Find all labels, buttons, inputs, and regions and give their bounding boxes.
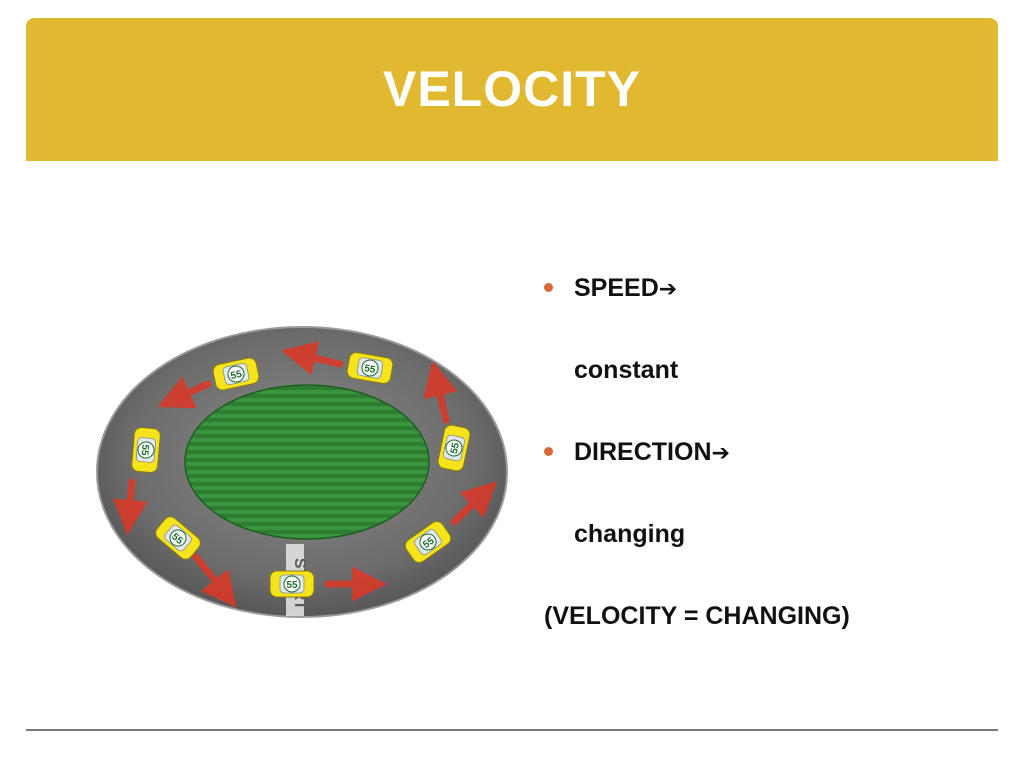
direction-arrow-left [112,478,148,535]
svg-text:55: 55 [230,369,244,382]
direction-arrow-top [281,341,344,376]
bullet-text: changing [574,520,686,548]
svg-text:55: 55 [286,580,298,591]
conclusion-text: (VELOCITY = CHANGING) [544,602,850,630]
car-bottom: 55 [269,570,315,598]
title-bar: VELOCITY [26,18,998,161]
car-right: 55 [436,423,472,473]
car-top-right: 55 [345,350,395,386]
right-arrow-icon: ➔ [658,277,678,302]
right-arrow-icon: ➔ [711,441,730,466]
footer-divider [26,729,998,731]
grass-infield [184,384,430,540]
svg-text:55: 55 [139,444,151,456]
direction-arrow-bottom-left [192,553,237,608]
bullet-dot [544,283,553,292]
direction-arrow-top-left [157,376,212,409]
racetrack-illustration: START 55 55 55 55 [96,326,508,618]
bullet-continuation: constant [544,348,984,430]
bullet-continuation: changing [544,512,984,594]
direction-arrow-top-right [423,361,458,424]
car-bottom-right: 55 [402,518,454,566]
svg-text:55: 55 [363,363,376,376]
bullet-label: DIRECTION [574,438,712,466]
bullet-direction: DIRECTION➔ [544,430,984,512]
car-bottom-left: 55 [152,513,204,563]
bullet-text: constant [574,356,679,384]
slide-title: VELOCITY [382,60,642,117]
direction-arrow-right [450,481,498,526]
bullet-label: SPEED [574,274,659,302]
bullet-list: SPEED➔ constant DIRECTION➔ changing (VEL… [544,266,984,676]
svg-text:55: 55 [449,441,462,455]
car-top-left: 55 [211,356,261,392]
velocity-conclusion: (VELOCITY = CHANGING) [544,594,984,676]
bullet-speed: SPEED➔ [544,266,984,348]
car-left: 55 [130,426,162,474]
bullet-dot [544,447,553,456]
